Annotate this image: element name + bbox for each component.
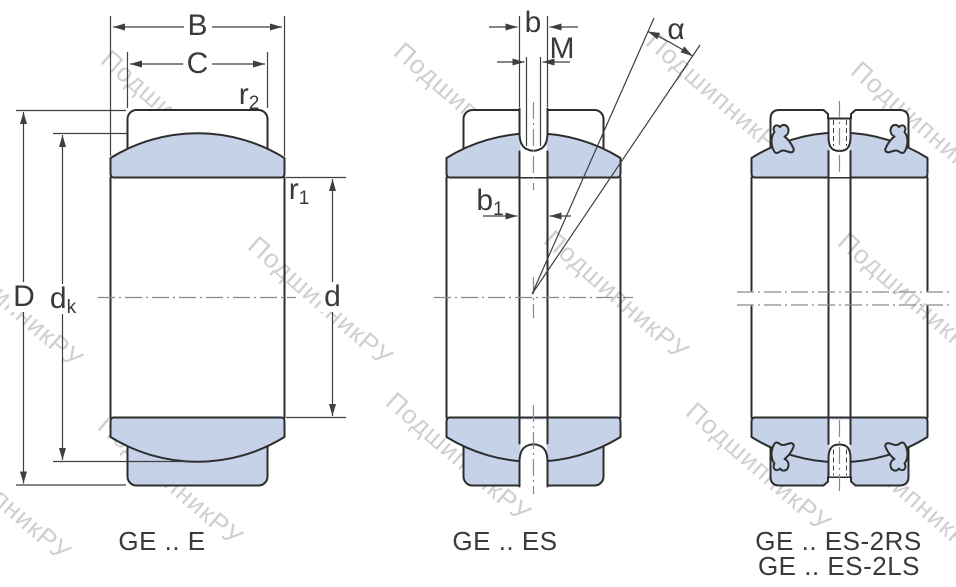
- lubrication-hole-hidden-top: [833, 120, 847, 146]
- centerlines: [434, 102, 633, 494]
- dim-label-b: b: [524, 6, 542, 39]
- seal-icons: [770, 123, 909, 472]
- dim-label-alpha: α: [667, 13, 685, 46]
- angle-alpha-lines: [531, 17, 701, 295]
- dim-label-D: D: [9, 282, 39, 312]
- dim-label-M: M: [549, 32, 575, 65]
- caption-ge-es-2rs: GE .. ES-2RS: [755, 526, 922, 556]
- caption-ge-es-2ls: GE .. ES-2LS: [757, 551, 921, 581]
- inner-ring-side-faces: [750, 176, 929, 419]
- caption-ge-e: GE .. E: [118, 526, 206, 556]
- seal-icon-bottom-left: [770, 441, 795, 472]
- figure-ge-es-2rs-2ls: [737, 101, 950, 494]
- seal-icon-bottom-right: [884, 441, 909, 472]
- dim-label-d: d: [320, 282, 345, 312]
- seal-icon-top-right: [884, 123, 909, 154]
- caption-ge-es: GE .. ES: [452, 526, 558, 556]
- figure-ge-es: [434, 16, 701, 494]
- figure-ge-e: [16, 16, 346, 487]
- dim-label-B: B: [183, 11, 212, 41]
- inner-ring-sphere-bottom: [109, 416, 286, 463]
- lubrication-hole-hidden-bottom: [833, 449, 847, 476]
- inner-ring-sphere-top: [109, 132, 286, 179]
- dim-label-C: C: [182, 49, 213, 79]
- bore-groove-walls: [827, 150, 852, 445]
- extension-lines: [16, 16, 346, 486]
- angle-alpha-arc: [647, 30, 693, 57]
- seal-icon-top-left: [770, 123, 795, 154]
